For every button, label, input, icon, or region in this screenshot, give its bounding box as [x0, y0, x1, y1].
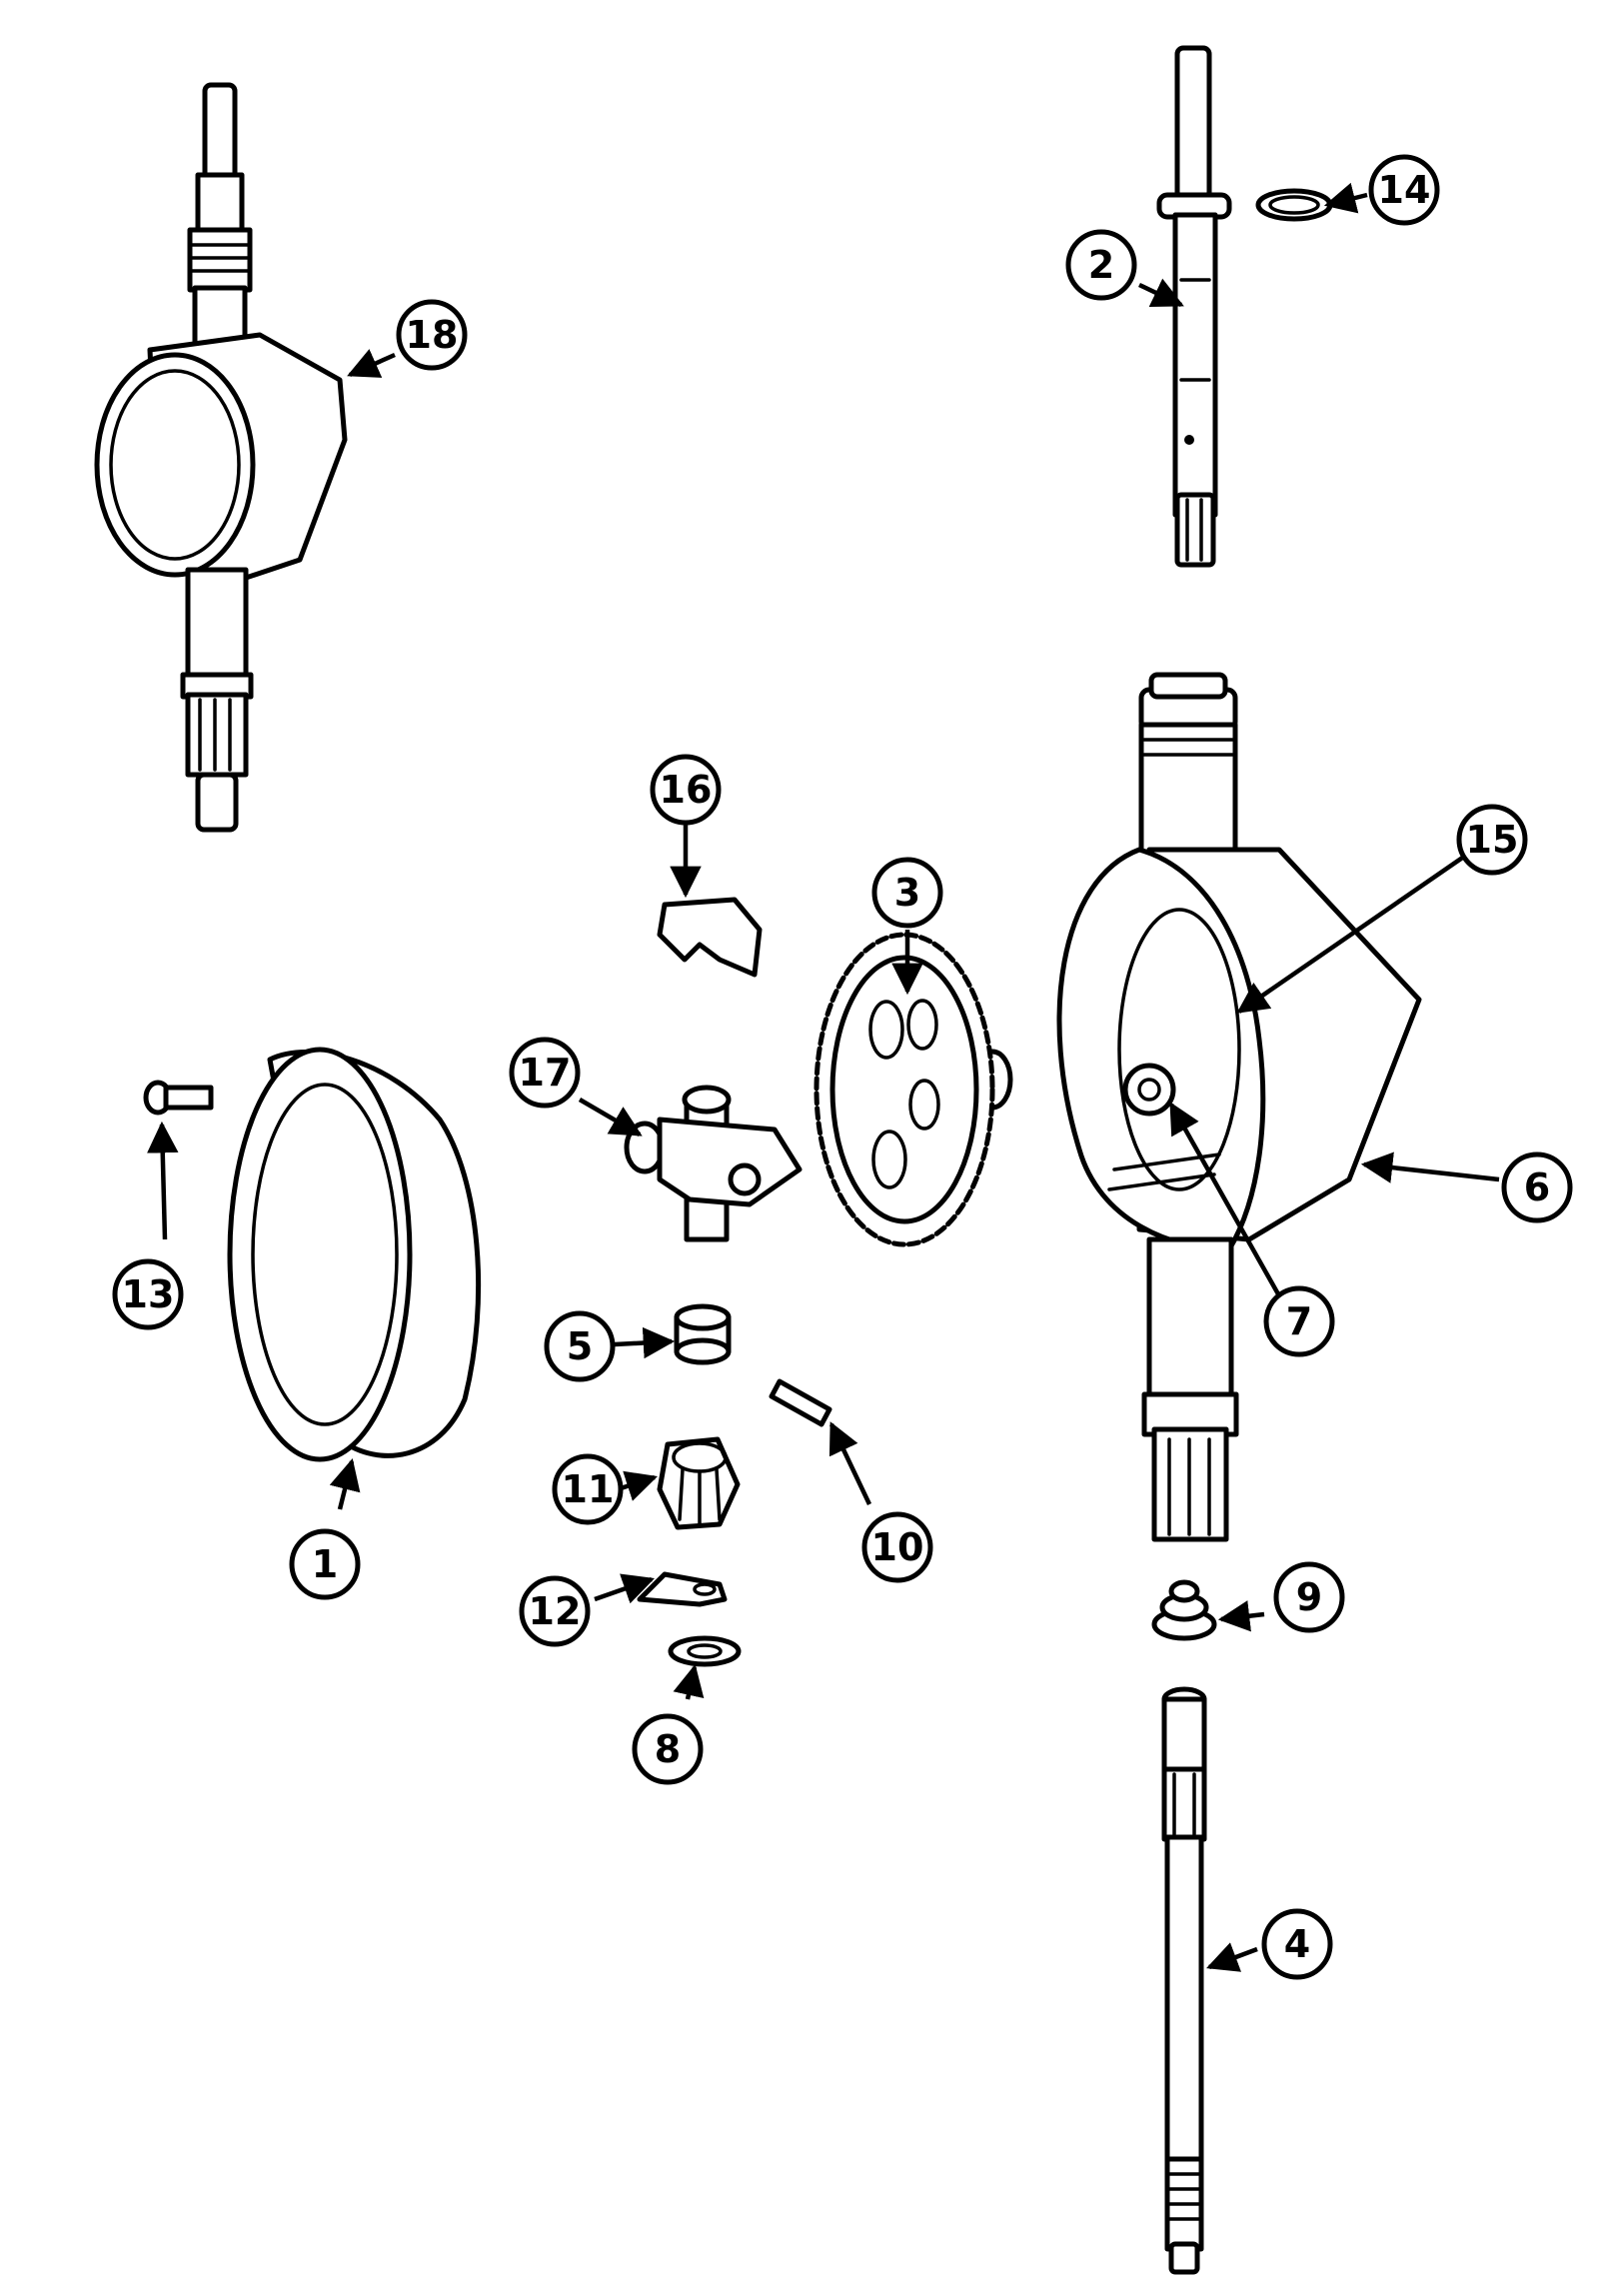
callout-6-label: 6 — [1524, 1165, 1550, 1209]
callout-1: 1 — [289, 1528, 361, 1600]
part-17-yoke — [624, 1085, 803, 1242]
part-2-shaft — [1156, 45, 1232, 568]
callout-11: 11 — [552, 1453, 624, 1525]
leader-lines — [146, 182, 1500, 1972]
callout-7-label: 7 — [1286, 1299, 1312, 1343]
callout-12-label: 12 — [529, 1589, 582, 1633]
callout-5-label: 5 — [567, 1324, 593, 1368]
part-6-housing — [1056, 672, 1422, 1542]
callout-5: 5 — [544, 1310, 616, 1382]
part-1-cover — [227, 1047, 482, 1462]
callout-15-label: 15 — [1466, 818, 1519, 862]
callout-6: 6 — [1501, 1151, 1573, 1223]
callout-10-label: 10 — [871, 1525, 924, 1569]
callout-18-label: 18 — [406, 313, 459, 357]
callout-9: 9 — [1273, 1561, 1345, 1633]
callout-3: 3 — [871, 857, 943, 929]
callout-9-label: 9 — [1296, 1575, 1322, 1619]
callout-18: 18 — [396, 299, 468, 371]
part-9-cap — [1151, 1579, 1217, 1641]
callout-14: 14 — [1368, 154, 1440, 226]
callout-4-label: 4 — [1284, 1922, 1310, 1966]
part-5-bushing — [674, 1303, 732, 1365]
part-14-washer — [1255, 188, 1333, 222]
part-11-pinion — [657, 1436, 741, 1530]
callout-17: 17 — [509, 1037, 581, 1109]
part-4-shaft — [1161, 1686, 1207, 2275]
part-18-transmission-assembly — [94, 82, 348, 833]
callout-12: 12 — [519, 1575, 591, 1647]
part-8-washer — [668, 1635, 742, 1667]
callout-4: 4 — [1261, 1908, 1333, 1980]
part-13-bolt — [143, 1080, 214, 1116]
callout-3-label: 3 — [894, 871, 920, 915]
callout-16-label: 16 — [660, 768, 713, 812]
callout-17-label: 17 — [519, 1051, 572, 1095]
callout-16: 16 — [650, 754, 722, 826]
callout-7: 7 — [1263, 1285, 1335, 1357]
callout-8-label: 8 — [655, 1727, 681, 1771]
callout-2-label: 2 — [1088, 243, 1114, 287]
callout-11-label: 11 — [562, 1467, 615, 1511]
callout-8: 8 — [632, 1713, 704, 1785]
callout-14-label: 14 — [1378, 168, 1431, 212]
part-10-pin — [769, 1378, 832, 1427]
callout-10: 10 — [861, 1511, 933, 1583]
part-12-plate — [637, 1571, 728, 1607]
part-16-clip — [657, 897, 763, 978]
callout-2: 2 — [1065, 229, 1137, 301]
callout-15: 15 — [1456, 804, 1528, 876]
callout-13: 13 — [112, 1258, 184, 1330]
callout-1-label: 1 — [312, 1542, 338, 1586]
callout-13-label: 13 — [122, 1272, 175, 1316]
part-3-gear — [813, 932, 1013, 1247]
